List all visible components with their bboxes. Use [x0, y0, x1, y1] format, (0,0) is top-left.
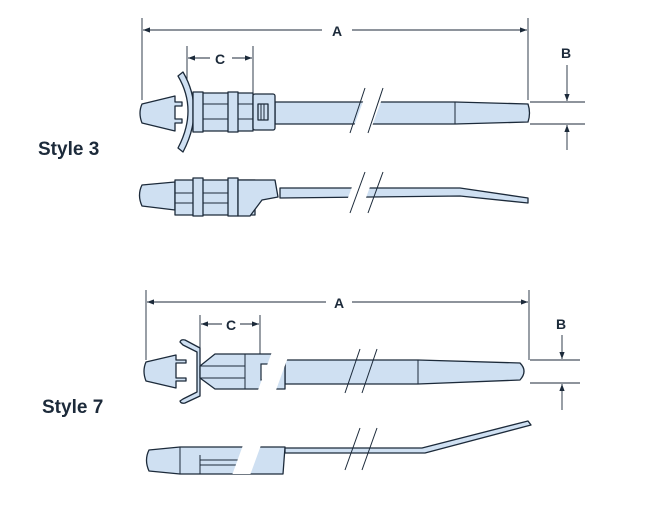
style-7-label: Style 7: [42, 397, 103, 418]
dimension-a-style-3: A: [141, 18, 529, 100]
dim-b-label: B: [556, 316, 566, 332]
style-3-side-view: [138, 171, 529, 217]
dim-a-label: A: [334, 295, 344, 311]
dimension-b-style-3: B: [530, 45, 585, 150]
dimension-c-style-7: C: [199, 315, 261, 360]
dimension-c-style-3: C: [186, 46, 254, 95]
dimension-a-style-7: A: [145, 290, 530, 360]
style-7-group: Style 7 A C B: [42, 290, 580, 475]
style-7-top-view: [143, 339, 525, 404]
dim-c-label: C: [215, 51, 225, 67]
dim-b-label: B: [561, 45, 571, 61]
style-3-label: Style 3: [38, 139, 99, 160]
dim-a-label: A: [332, 23, 342, 39]
style-3-top-view: [139, 71, 531, 153]
style-7-side-view: [145, 420, 532, 475]
dimension-b-style-7: B: [530, 316, 580, 410]
style-3-group: Style 3 A C B: [38, 18, 585, 217]
dim-c-label: C: [226, 317, 236, 333]
